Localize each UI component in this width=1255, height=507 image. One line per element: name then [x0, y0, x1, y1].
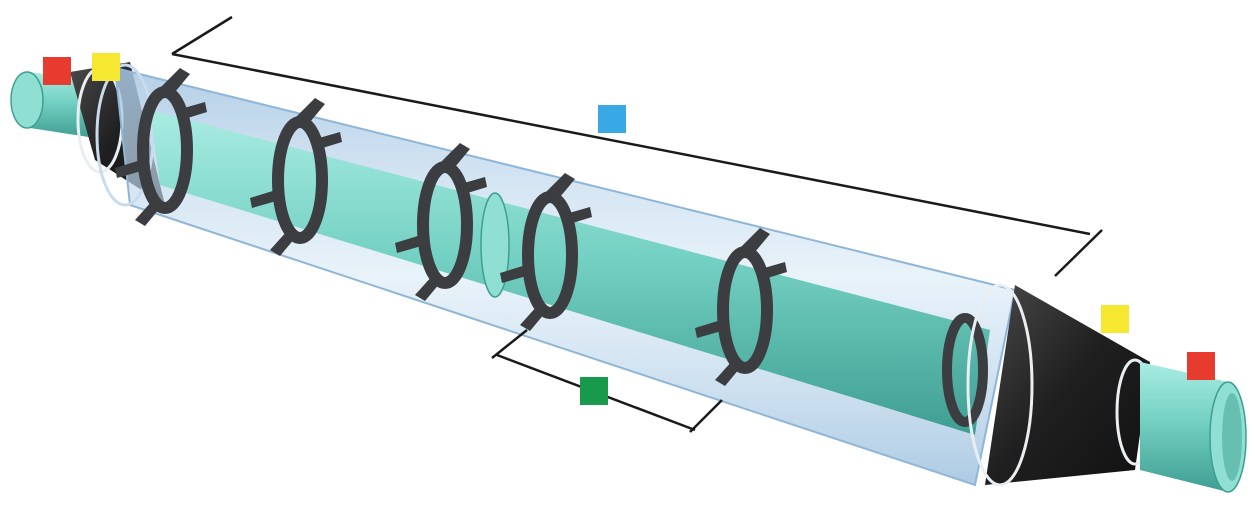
casing-spacer	[695, 228, 787, 386]
casing-spacer	[942, 313, 988, 427]
carrier-pipe-end-marker-left	[43, 57, 71, 85]
casing-spacer	[500, 173, 592, 331]
end-seal-marker-left	[92, 53, 120, 81]
end-seal-right	[966, 283, 1155, 487]
casing-length-marker	[598, 105, 626, 133]
casing-spacers	[115, 68, 988, 427]
casing-spacer	[395, 143, 487, 301]
carrier-pipe-right-stub	[1140, 362, 1247, 493]
carrier-pipe-end-marker-right	[1187, 352, 1215, 380]
spacer-interval-marker	[580, 377, 608, 405]
casing-length-dimension-line	[171, 15, 1103, 277]
callout-markers	[43, 53, 1215, 405]
casing-spacer	[115, 68, 207, 226]
casing-spacer	[250, 98, 342, 256]
end-seal-marker-right	[1101, 305, 1129, 333]
